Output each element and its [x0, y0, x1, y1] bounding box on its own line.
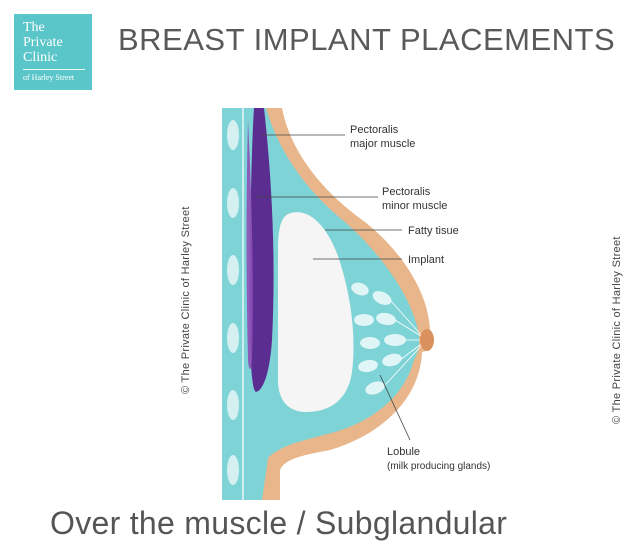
label-lobule-1: Lobule — [387, 446, 420, 458]
label-pectoralis-minor-2: minor muscle — [382, 200, 447, 212]
label-pectoralis-major-2: major muscle — [350, 138, 415, 150]
lobules — [351, 282, 406, 395]
placement-caption: Over the muscle / Subglandular — [50, 505, 508, 541]
logo-line-2: Private — [23, 35, 63, 50]
logo-line-3: Clinic — [23, 50, 58, 65]
pectoralis-major-muscle — [249, 108, 274, 392]
label-pectoralis-major-1: Pectoralis — [350, 124, 399, 136]
logo-line-4: of Harley Street — [23, 73, 75, 82]
implant-shape — [278, 212, 354, 412]
page-title: BREAST IMPLANT PLACEMENTS — [118, 22, 616, 57]
clinic-logo: The Private Clinic of Harley Street — [14, 14, 92, 90]
label-lobule-2: (milk producing glands) — [387, 461, 490, 472]
label-fatty-tissue: Fatty tisue — [408, 225, 459, 237]
rib-ovals — [227, 120, 239, 485]
milk-ducts — [384, 299, 425, 386]
label-pectoralis-minor-1: Pectoralis — [382, 186, 431, 198]
label-implant: Implant — [408, 254, 444, 266]
logo-line-1: The — [23, 20, 45, 35]
pectoralis-minor-muscle — [246, 120, 253, 369]
nipple — [420, 329, 434, 351]
logo-divider — [23, 69, 85, 70]
label-leader-lines — [256, 134, 411, 441]
